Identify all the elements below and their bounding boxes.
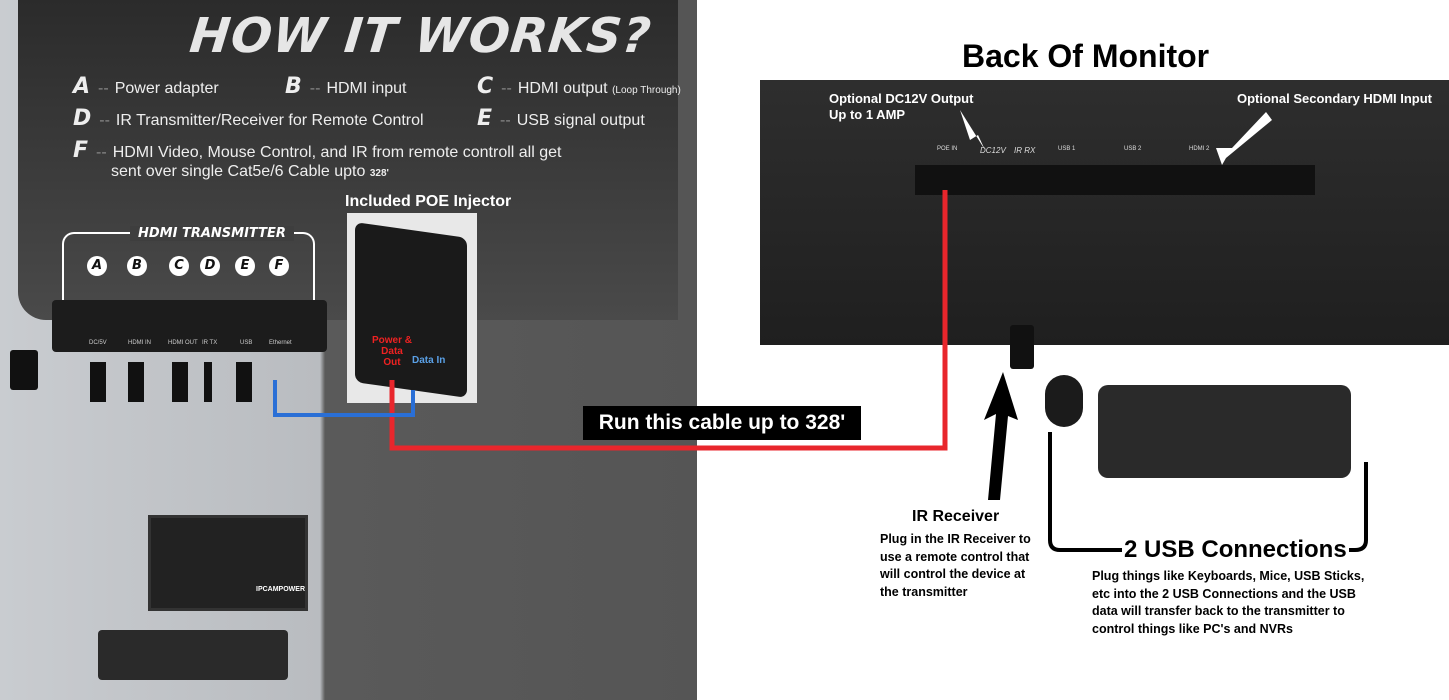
port-label: POE IN [937, 146, 958, 152]
poe-in-label: Data In [412, 355, 446, 366]
port-label: DC12V [980, 146, 1006, 155]
ir-title: IR Receiver [912, 508, 1000, 525]
port-label: IR TX [202, 340, 218, 346]
monitor-title: Back Of Monitor [962, 38, 1210, 74]
legend-e: E--USB signal output [477, 106, 645, 131]
port-label: HDMI OUT [168, 340, 198, 346]
hdmi-plug [172, 362, 188, 402]
port-label: IR RX [1014, 146, 1036, 155]
port-label: HDMI IN [128, 340, 151, 346]
ir-description: Plug in the IR Receiver to use a remote … [880, 532, 1031, 599]
hdmi-transmitter-device: DC/5V HDMI IN HDMI OUT IR TX USB Etherne… [52, 300, 327, 352]
cable-label: Run this cable up to 328' [583, 406, 861, 440]
usb-bracket [1048, 432, 1368, 552]
poe-out-label: Power & Data Out [372, 335, 413, 368]
monitor-back [760, 80, 1449, 345]
ir-arrow-icon [984, 372, 1018, 500]
nvr-device [98, 630, 288, 680]
port-label: Ethernet [269, 340, 292, 346]
hdmi-plug [128, 362, 144, 402]
port-label: HDMI 2 [1189, 146, 1210, 152]
dc-plug [90, 362, 106, 402]
port-label: USB 2 [1124, 146, 1142, 152]
port-strip [915, 165, 1315, 195]
hdmi-note: Optional Secondary HDMI Input [1237, 91, 1433, 106]
marker-a: A [87, 256, 107, 276]
transmitter-title: HDMI TRANSMITTER [130, 226, 294, 241]
remote-control [1010, 325, 1034, 369]
port-label: USB 1 [1058, 146, 1076, 152]
mouse [1045, 375, 1083, 427]
audio-plug [204, 362, 212, 402]
port-label: DC/5V [89, 340, 107, 346]
legend-d: D--IR Transmitter/Receiver for Remote Co… [73, 106, 424, 131]
port-label: USB [240, 340, 253, 346]
monitor-display [148, 515, 308, 611]
marker-f: F [269, 256, 289, 276]
marker-e: E [235, 256, 255, 276]
marker-b: B [127, 256, 147, 276]
legend-c: C--HDMI output (Loop Through) [477, 74, 681, 99]
legend-b: B--HDMI input [285, 74, 407, 99]
power-adapter [10, 350, 38, 390]
usb-title: 2 USB Connections [1122, 536, 1349, 564]
arrow-icon [960, 110, 985, 150]
marker-d: D [200, 256, 220, 276]
brand-logo: IPCAMPOWER [256, 586, 305, 593]
poe-title: Included POE Injector [345, 193, 512, 210]
legend-a: A--Power adapter [73, 74, 219, 99]
usb-plug [236, 362, 252, 402]
legend-f: F--HDMI Video, Mouse Control, and IR fro… [73, 138, 562, 180]
keyboard [1098, 385, 1351, 478]
usb-description: Plug things like Keyboards, Mice, USB St… [1092, 569, 1365, 636]
arrow-icon [1216, 112, 1272, 165]
marker-c: C [169, 256, 189, 276]
blue-cable [273, 380, 415, 417]
